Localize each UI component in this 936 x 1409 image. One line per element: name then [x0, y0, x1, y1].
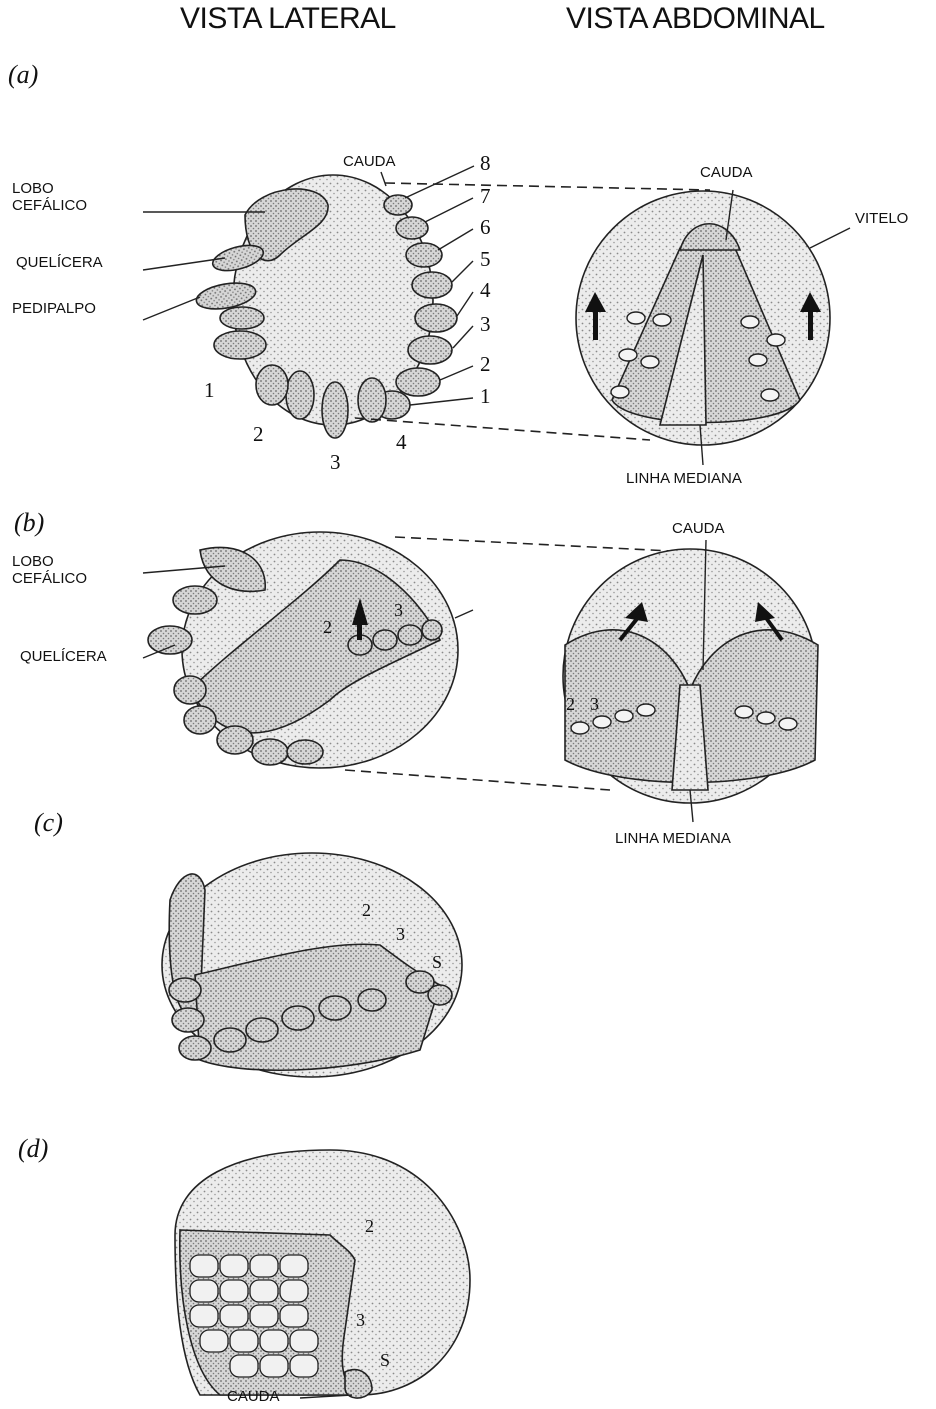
leg-number-2: 2	[253, 422, 264, 447]
label-linha-mediana-b: LINHA MEDIANA	[615, 830, 731, 847]
label-linha-mediana-a: LINHA MEDIANA	[626, 470, 742, 487]
leg-number-2-d: 2	[365, 1216, 374, 1237]
label-cauda-b: CAUDA	[672, 520, 725, 537]
label-cauda-d: CAUDA	[227, 1388, 280, 1405]
leg-number-1: 1	[204, 378, 215, 403]
segment-number-3: 3	[480, 312, 491, 337]
label-cauda-a-abdominal: CAUDA	[700, 164, 753, 181]
embryo-b-abdominal	[563, 540, 818, 822]
label-cauda-a-lateral: CAUDA	[343, 153, 396, 170]
label-pedipalpo-a: PEDIPALPO	[12, 300, 96, 317]
leg-number-3-b-lateral: 3	[394, 600, 403, 621]
label-vitelo: VITELO	[855, 210, 908, 227]
leg-number-4: 4	[396, 430, 407, 455]
leg-number-3-b-abdominal: 3	[590, 694, 599, 715]
segment-number-6: 6	[480, 215, 491, 240]
leg-number-2-c: 2	[362, 900, 371, 921]
leg-number-2-b-abdominal: 2	[566, 694, 575, 715]
leg-number-3: 3	[330, 450, 341, 475]
label-lobo-a: LOBO	[12, 180, 54, 197]
label-s-d: S	[380, 1350, 390, 1371]
label-cefalico-a: CEFÁLICO	[12, 197, 87, 214]
leg-number-3-c: 3	[396, 924, 405, 945]
label-s-c: S	[432, 952, 442, 973]
label-lobo-b: LOBO	[12, 553, 54, 570]
embryo-d-lateral	[175, 1150, 470, 1398]
label-cefalico-b: CEFÁLICO	[12, 570, 87, 587]
segment-number-7: 7	[480, 184, 491, 209]
segment-number-1: 1	[480, 384, 491, 409]
embryo-c-lateral	[162, 853, 462, 1077]
segment-number-2: 2	[480, 352, 491, 377]
embryo-a-abdominal	[576, 190, 850, 465]
leg-number-2-b-lateral: 2	[323, 617, 332, 638]
label-quelicera-b: QUELÍCERA	[20, 648, 107, 665]
segment-number-5: 5	[480, 247, 491, 272]
label-quelicera-a: QUELÍCERA	[16, 254, 103, 271]
segment-number-4: 4	[480, 278, 491, 303]
segment-number-8: 8	[480, 151, 491, 176]
leg-number-3-d: 3	[356, 1310, 365, 1331]
